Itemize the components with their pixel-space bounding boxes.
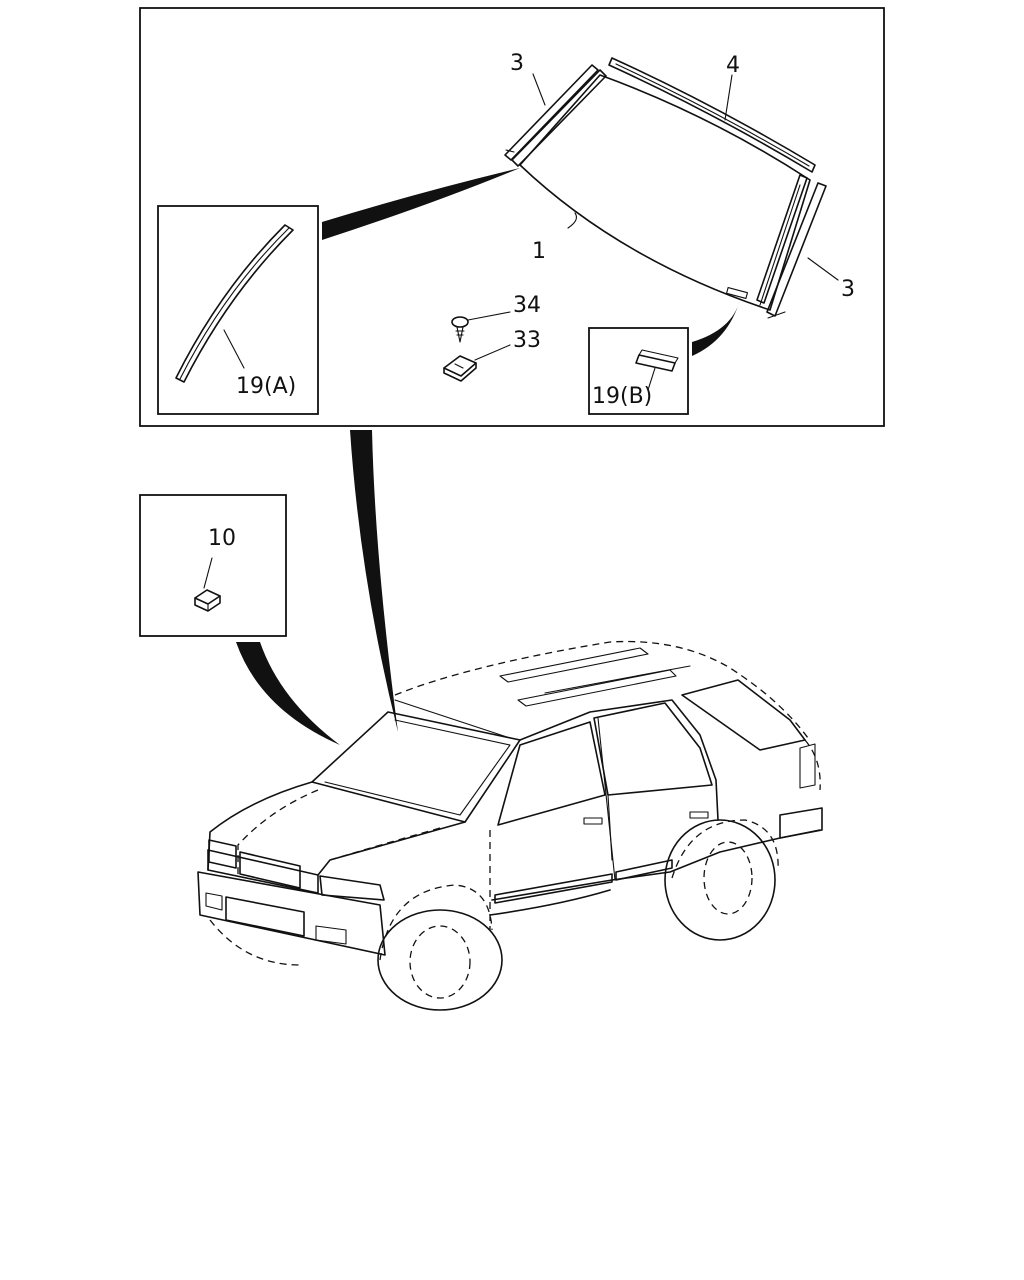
upper-molding <box>608 57 816 173</box>
molding-b-inset-box <box>588 327 689 415</box>
label-upper-molding: 4 <box>726 53 740 78</box>
side-molding-left <box>504 64 607 167</box>
side-molding-right <box>756 174 827 319</box>
pointer-glass-to-b <box>692 300 740 356</box>
clip-icon <box>443 355 477 382</box>
label-windshield-glass: 1 <box>532 239 546 264</box>
label-side-molding-left: 3 <box>510 51 524 76</box>
label-screw: 34 <box>513 293 541 318</box>
windshield-detail-box <box>139 7 885 427</box>
stopper-inset-box <box>139 494 287 637</box>
vehicle-illustration <box>197 640 823 1011</box>
label-side-molding-right: 3 <box>841 277 855 302</box>
windshield-glass <box>519 74 811 311</box>
label-molding-a: 19(A) <box>236 374 296 399</box>
label-molding-b: 19(B) <box>592 384 652 409</box>
leader-lines <box>203 73 839 589</box>
label-stopper: 10 <box>208 526 236 551</box>
pointer-glass-to-a <box>322 168 520 240</box>
molding-b-part <box>635 349 679 372</box>
pointer-box-to-vehicle <box>350 430 398 732</box>
screw-icon <box>451 316 469 343</box>
molding-b-on-glass <box>726 286 748 300</box>
molding-a-inset-box <box>157 205 319 415</box>
stopper-part <box>194 589 221 612</box>
label-clip: 33 <box>513 328 541 353</box>
molding-a-part <box>175 224 294 383</box>
pointer-stopper-to-vehicle <box>236 642 340 745</box>
